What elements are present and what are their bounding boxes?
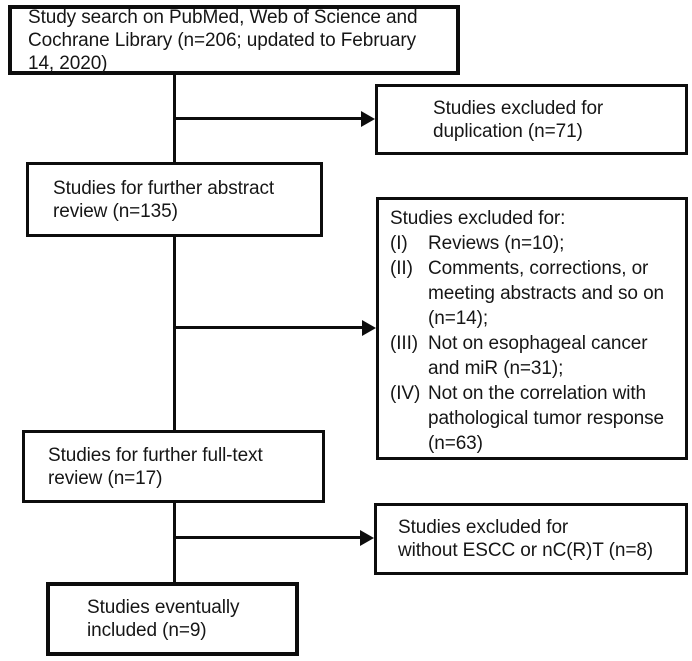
connector-abstract-to-fulltext	[173, 237, 176, 430]
exclusion-reason-marker: (IV)	[390, 383, 421, 404]
exclusion-reason-marker: (II)	[390, 258, 413, 279]
exclusion-reason-text: Not on the correlation with pathological…	[428, 383, 664, 454]
exclusion-reason-text: Not on esophageal cancer and miR (n=31);	[428, 333, 648, 379]
exclusion-reasons-box: Studies excluded for: (I) Reviews (n=10)…	[376, 197, 688, 460]
abstract-review-text: Studies for further abstract review (n=1…	[53, 177, 275, 222]
exclusion-reason-marker: (III)	[390, 333, 418, 354]
connector-fulltext-to-included	[173, 503, 176, 582]
exclusion-reason-text: Comments, corrections, or meeting abstra…	[428, 258, 664, 329]
exclusion-reason-item: (II) Comments, corrections, or meeting a…	[390, 256, 681, 331]
fulltext-review-box: Studies for further full-text review (n=…	[22, 430, 325, 503]
excluded-duplication-text: Studies excluded for duplication (n=71)	[433, 97, 604, 142]
exclusion-reason-marker: (I)	[390, 233, 408, 254]
excluded-escc-text: Studies excluded for without ESCC or nC(…	[398, 517, 654, 561]
study-search-text: Study search on PubMed, Web of Science a…	[28, 6, 418, 74]
excluded-escc-box: Studies excluded for without ESCC or nC(…	[374, 503, 688, 575]
arrow-line-to-exclusion-reasons	[174, 326, 363, 329]
included-text: Studies eventually included (n=9)	[87, 597, 240, 641]
fulltext-review-text: Studies for further full-text review (n=…	[48, 444, 263, 489]
arrowhead-to-escc-icon	[360, 530, 374, 546]
included-box: Studies eventually included (n=9)	[46, 582, 299, 656]
excluded-duplication-box: Studies excluded for duplication (n=71)	[375, 84, 688, 155]
study-search-box: Study search on PubMed, Web of Science a…	[8, 5, 460, 75]
arrowhead-to-exclusion-reasons-icon	[362, 320, 376, 336]
exclusion-reason-item: (IV) Not on the correlation with patholo…	[390, 381, 681, 456]
exclusion-reason-text: Reviews (n=10);	[428, 233, 565, 254]
arrowhead-to-duplication-icon	[361, 111, 375, 127]
exclusion-reason-item: (I) Reviews (n=10);	[390, 231, 681, 256]
exclusion-reason-item: (III) Not on esophageal cancer and miR (…	[390, 331, 681, 381]
arrow-line-to-duplication	[174, 117, 362, 120]
arrow-line-to-escc	[174, 536, 361, 539]
exclusion-reasons-header: Studies excluded for:	[390, 208, 566, 229]
abstract-review-box: Studies for further abstract review (n=1…	[26, 162, 323, 237]
